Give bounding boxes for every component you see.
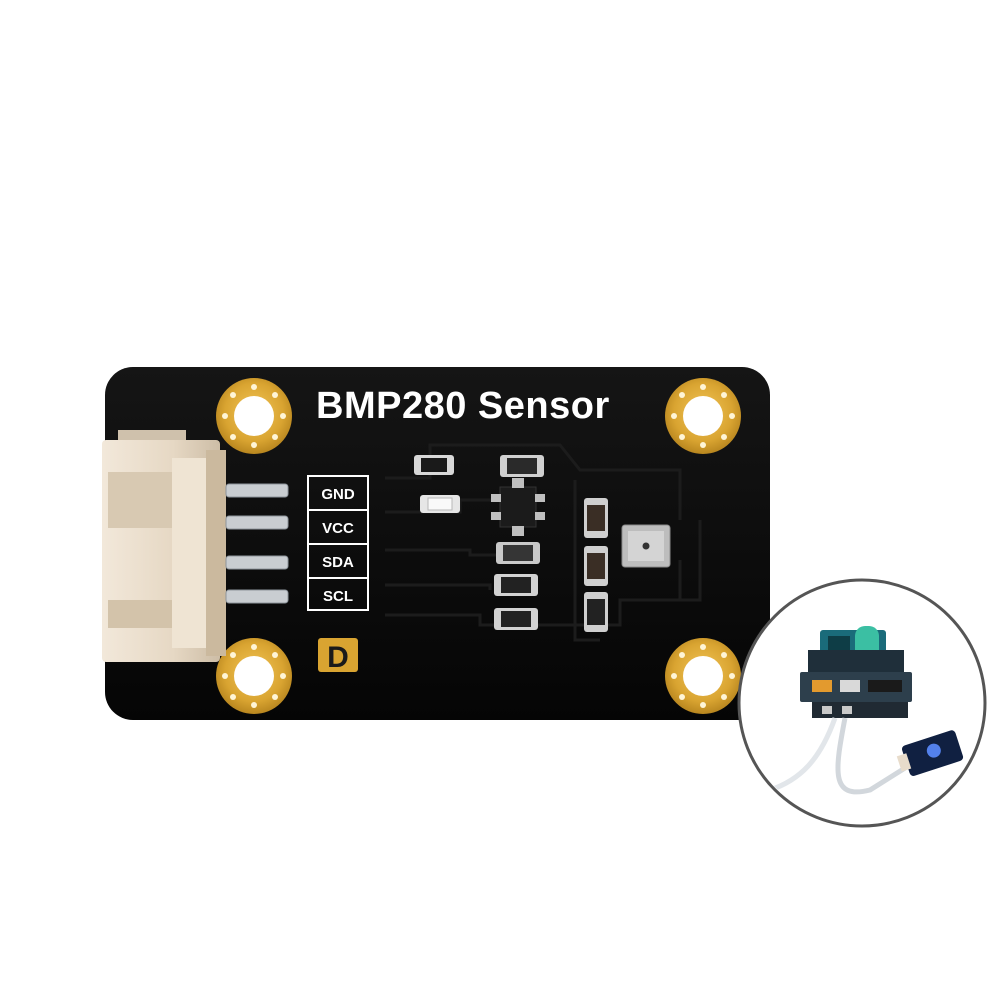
mounting-hole-top-right xyxy=(665,378,741,454)
pin-label-scl: SCL xyxy=(323,588,353,605)
mounting-hole-bottom-left xyxy=(216,638,292,714)
setup-photo-icon xyxy=(737,578,987,828)
pin-label-sda: SDA xyxy=(322,554,354,571)
svg-text:D: D xyxy=(327,641,349,674)
pin-label-vcc: VCC xyxy=(322,520,354,537)
mounting-hole-bottom-right xyxy=(665,638,741,714)
brand-logo-icon: D xyxy=(318,638,358,674)
pcb-traces xyxy=(385,443,702,642)
mounting-hole-top-left xyxy=(216,378,292,454)
connector-pins xyxy=(225,483,289,604)
board-title: BMP280 Sensor xyxy=(316,385,610,427)
smd-components xyxy=(414,455,608,632)
jst-connector xyxy=(102,430,226,662)
pin-label-box: GND VCC SDA SCL xyxy=(307,475,369,611)
bmp280-chip xyxy=(621,524,671,568)
pin-label-gnd: GND xyxy=(321,486,355,503)
